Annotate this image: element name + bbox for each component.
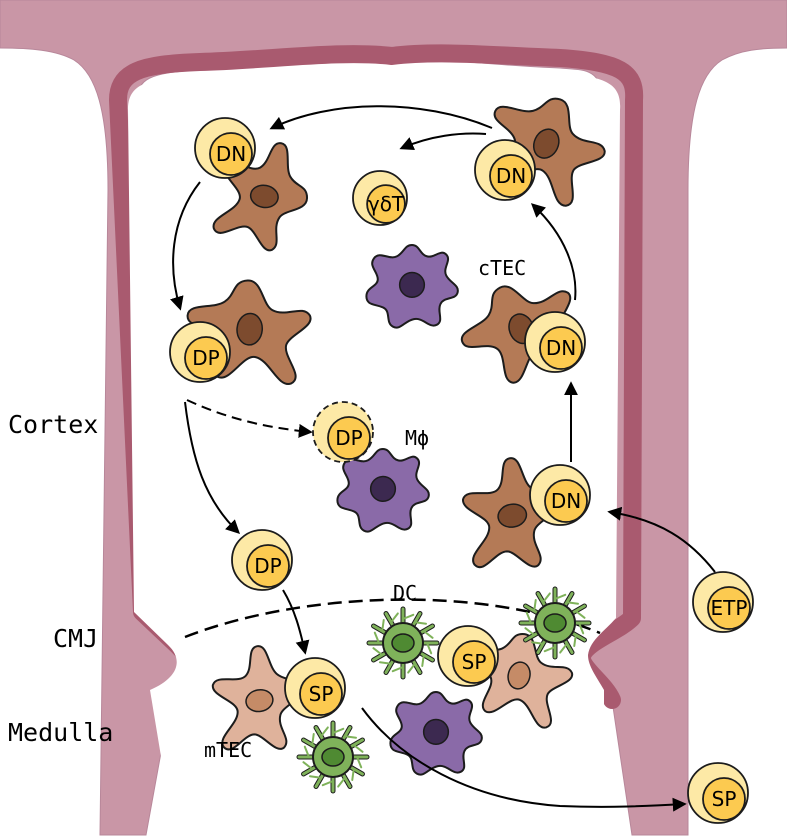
dn-right-mid-label: DN [546, 336, 576, 360]
region-label-cortex: Cortex [8, 410, 98, 439]
etp-cell-label: ETP [711, 596, 748, 620]
dn-entry-label: DN [551, 489, 581, 513]
mtec-right-nucleus [507, 661, 531, 690]
arrow-etp-to-dn [607, 506, 716, 573]
dc-lower-nucleus [321, 747, 345, 767]
dc-right [518, 586, 592, 660]
arrow-dp-to-sp [282, 589, 310, 655]
cell-type-label-mtec: mTEC [204, 738, 252, 762]
dp-lower: DP [231, 529, 293, 591]
arrow-dp-to-dplower [184, 401, 241, 534]
dc-center-nucleus [391, 633, 415, 653]
dc-right-nucleus [543, 613, 567, 633]
region-label-medulla: Medulla [8, 718, 113, 747]
dn-top-left: DN [194, 117, 256, 179]
ctec-top-left-nucleus [249, 184, 279, 209]
sp-exit-label: SP [712, 787, 737, 811]
macrophage-medulla [389, 690, 483, 776]
dn-upper-right-label: DN [496, 164, 526, 188]
cell-type-label-macrophage: Mϕ [405, 426, 429, 450]
arrow-sp-exit [361, 707, 687, 812]
dp-left: DP [169, 321, 231, 383]
arrow-to-gdt [399, 132, 487, 151]
ctec-left-dp-nucleus [236, 312, 264, 346]
gdt-cell-label: γδT [368, 192, 405, 216]
arrow-topleft-to-dp [170, 181, 201, 311]
macrophage-phagocytosing-nucleus [369, 475, 397, 503]
region-label-cmj: CMJ [53, 624, 98, 653]
sp-mtec-label: SP [309, 682, 334, 706]
cell-type-label-ctec: cTEC [478, 256, 526, 280]
dp-left-label: DP [192, 346, 219, 370]
dp-dying: DP [312, 401, 374, 463]
dc-lower [296, 720, 370, 794]
dn-entry: DN [529, 464, 591, 526]
mtec-left [211, 645, 301, 751]
cortex-medulla-interior [128, 71, 621, 835]
mtec-left-nucleus [245, 688, 274, 713]
cell-type-label-dc: DC [393, 581, 417, 605]
arrow-dn-mid-up [530, 203, 577, 301]
ctec-lower-right [462, 457, 556, 569]
ctec-upper-right [493, 97, 606, 207]
sp-dc-label: SP [462, 650, 487, 674]
macrophage-medulla-nucleus [422, 718, 450, 746]
sp-mtec: SP [284, 657, 346, 719]
dn-right-mid: DN [524, 311, 586, 373]
macrophage-upper-nucleus [398, 271, 426, 299]
dp-dying-label: DP [335, 426, 362, 450]
macrophage-phagocytosing [336, 447, 430, 533]
dn-upper-right: DN [474, 139, 536, 201]
macrophage-upper [365, 243, 459, 329]
dn-top-left-label: DN [216, 142, 246, 166]
ctec-lower-right-nucleus [497, 503, 528, 528]
gdt-cell: γδT [352, 170, 408, 226]
dp-lower-label: DP [254, 554, 281, 578]
etp-cell: ETP [692, 571, 754, 633]
ctec-upper-right-nucleus [532, 128, 560, 159]
arrow-dp-to-death [186, 399, 313, 438]
sp-exit: SP [687, 762, 749, 824]
arrow-dn-to-topleft [269, 105, 493, 130]
thymus-capsule [109, 44, 644, 709]
dc-center [366, 606, 440, 680]
sp-dc: SP [437, 625, 499, 687]
